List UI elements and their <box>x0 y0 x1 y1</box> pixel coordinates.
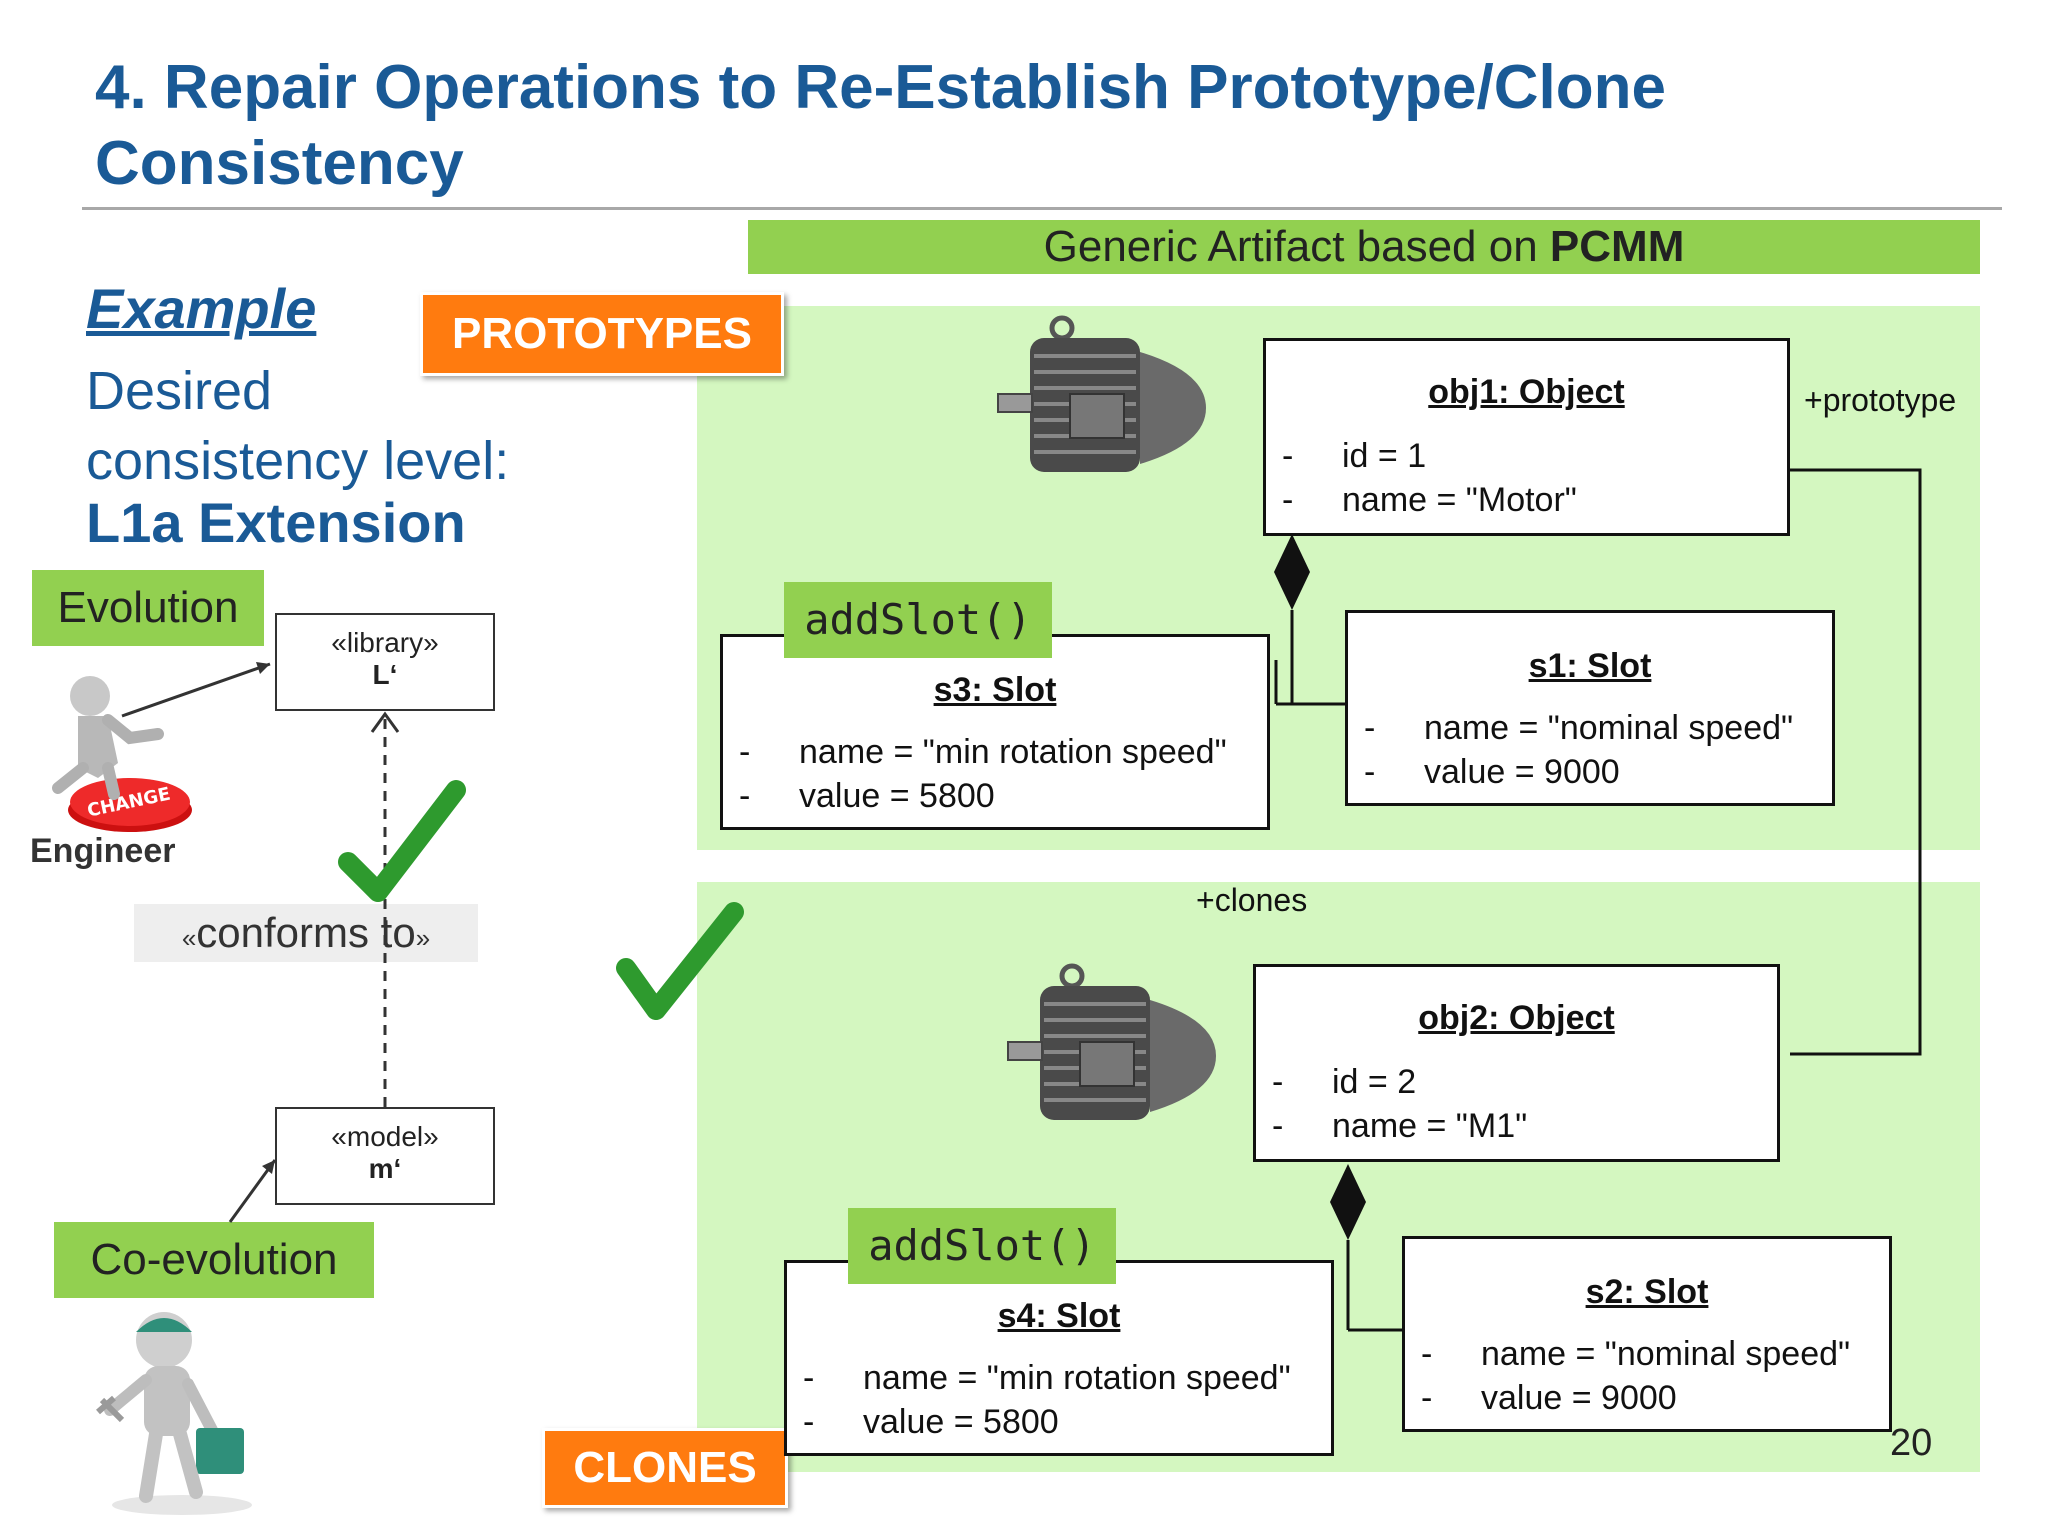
check-icon <box>616 902 744 1020</box>
addslot-operation-clone: addSlot() <box>848 1208 1116 1284</box>
prototype-role-label: +prototype <box>1804 382 1957 418</box>
worker-icon <box>96 1312 252 1515</box>
evolution-label: Evolution <box>32 570 264 646</box>
obj2-title: obj2: Object <box>1418 999 1615 1037</box>
desired-consistency: Desired consistency level: <box>86 356 509 496</box>
desired-line-2: consistency level: <box>86 431 510 491</box>
desired-line-1: Desired <box>86 361 273 421</box>
title-divider <box>82 207 2002 210</box>
clones-role-label: +clones <box>1196 882 1308 918</box>
s1-slot-box: s1: Slot - name = "nominal speed" - valu… <box>1345 610 1835 806</box>
prototype-clone-association <box>1790 468 1922 1056</box>
obj2-object-box: obj2: Object - id = 2 - name = "M1" <box>1253 964 1780 1162</box>
pcmm-banner: Generic Artifact based on PCMM <box>748 220 1980 274</box>
engineer-icon: CHANGE <box>52 676 192 832</box>
conforms-text: conforms to <box>196 909 416 956</box>
s4-title: s4: Slot <box>997 1297 1121 1335</box>
s3-title: s3: Slot <box>933 671 1057 709</box>
coevolution-label: Co-evolution <box>54 1222 374 1298</box>
prototypes-label: PROTOTYPES <box>420 292 784 376</box>
conforms-open: « <box>181 923 197 953</box>
s2-slot-box: s2: Slot - name = "nominal speed" - valu… <box>1402 1236 1892 1432</box>
obj1-attr-id: id = 1 <box>1342 437 1427 475</box>
s2-title: s2: Slot <box>1585 1273 1709 1311</box>
motor-icon <box>1007 963 1216 1120</box>
s1-title: s1: Slot <box>1528 647 1652 685</box>
library-stereotype: «library» <box>331 627 439 658</box>
s4-attr-name: name = "min rotation speed" <box>863 1359 1291 1397</box>
title-line-1: 4. Repair Operations to Re-Establish Pro… <box>95 53 1666 122</box>
coevolution-arrowhead <box>262 1160 275 1174</box>
model-box: «model» m‘ <box>275 1107 495 1205</box>
s3-slot-box: s3: Slot - name = "min rotation speed" -… <box>720 634 1270 830</box>
title-line-2: Consistency <box>95 129 464 198</box>
conforms-close: » <box>415 923 431 953</box>
obj1-attr-name: name = "Motor" <box>1342 481 1577 519</box>
evolution-arrow <box>121 662 271 718</box>
evolution-arrowhead <box>256 662 270 674</box>
page-number: 20 <box>1890 1422 1933 1464</box>
obj2-attr-name: name = "M1" <box>1332 1107 1528 1145</box>
obj1-object-box: obj1: Object - id = 1 - name = "Motor" <box>1263 338 1790 536</box>
slide-title: 4. Repair Operations to Re-Establish Pro… <box>95 50 1795 202</box>
obj2-attr-id: id = 2 <box>1332 1063 1417 1101</box>
s3-attr-name: name = "min rotation speed" <box>799 733 1227 771</box>
s2-attr-name: name = "nominal speed" <box>1481 1335 1851 1373</box>
s2-attr-value: value = 9000 <box>1481 1379 1677 1417</box>
s4-slot-box: s4: Slot - name = "min rotation speed" -… <box>784 1260 1334 1456</box>
clones-label: CLONES <box>542 1428 788 1508</box>
motor-icon <box>997 315 1206 472</box>
conforms-to-label: «conforms to» <box>134 904 478 962</box>
addslot-operation-prototype: addSlot() <box>784 582 1052 658</box>
model-name: m‘ <box>368 1153 402 1184</box>
consistency-level: L1a Extension <box>86 491 466 554</box>
model-stereotype: «model» <box>331 1121 439 1152</box>
library-name: L‘ <box>372 659 398 690</box>
library-box: «library» L‘ <box>275 613 495 711</box>
s1-attr-value: value = 9000 <box>1424 753 1620 791</box>
obj1-title: obj1: Object <box>1428 373 1625 411</box>
composition-diamond-prototype <box>1274 534 1310 610</box>
conforms-to-arrowhead <box>370 711 400 733</box>
s3-attr-value: value = 5800 <box>799 777 995 815</box>
banner-text: Generic Artifact based on <box>1043 222 1550 271</box>
composition-diamond-clone <box>1330 1164 1366 1240</box>
engineer-label: Engineer <box>30 832 176 870</box>
check-icon <box>338 780 466 902</box>
example-heading: Example <box>86 277 317 340</box>
banner-bold: PCMM <box>1549 222 1685 271</box>
s4-attr-value: value = 5800 <box>863 1403 1059 1441</box>
s1-attr-name: name = "nominal speed" <box>1424 709 1794 747</box>
